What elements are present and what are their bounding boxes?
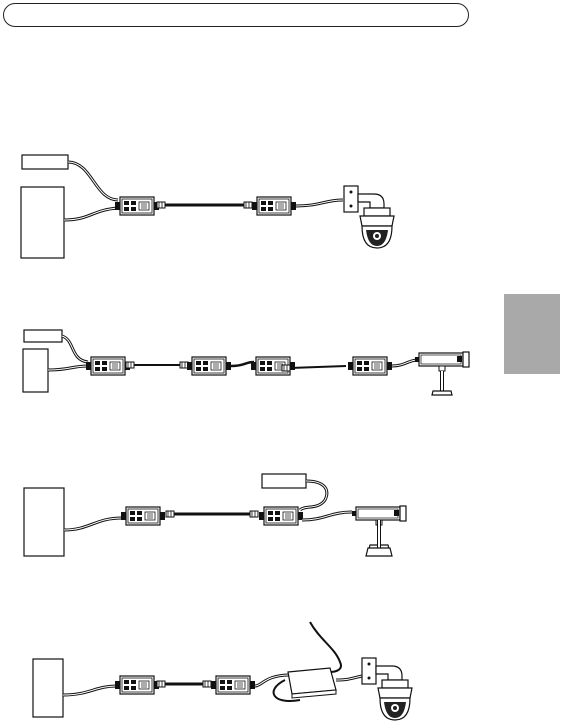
network-switch-icon bbox=[33, 659, 63, 717]
poe-midspan-icon bbox=[86, 357, 130, 375]
network-switch-icon bbox=[21, 187, 64, 258]
power-adapter-icon bbox=[22, 155, 68, 169]
poe-midspan-icon bbox=[348, 357, 392, 375]
poe-midspan-icon bbox=[259, 507, 303, 525]
poe-midspan-icon bbox=[115, 197, 159, 215]
power-adapter-icon bbox=[24, 330, 62, 342]
network-switch-icon bbox=[24, 488, 64, 556]
poe-midspan-icon bbox=[115, 676, 159, 694]
poe-midspan-icon bbox=[187, 357, 231, 375]
power-adapter-icon bbox=[288, 668, 336, 698]
poe-midspan-icon bbox=[252, 197, 296, 215]
diagram-2 bbox=[23, 330, 469, 395]
poe-midspan-icon bbox=[121, 507, 165, 525]
power-adapter-icon bbox=[262, 474, 306, 488]
dome-camera-icon bbox=[344, 186, 394, 248]
fixed-camera-icon bbox=[415, 352, 469, 395]
diagram-3 bbox=[24, 474, 406, 556]
dome-camera-icon bbox=[362, 658, 412, 720]
network-switch-icon bbox=[23, 349, 48, 392]
diagram-4 bbox=[33, 622, 412, 720]
poe-midspan-icon bbox=[211, 676, 255, 694]
diagram-1 bbox=[21, 155, 394, 258]
